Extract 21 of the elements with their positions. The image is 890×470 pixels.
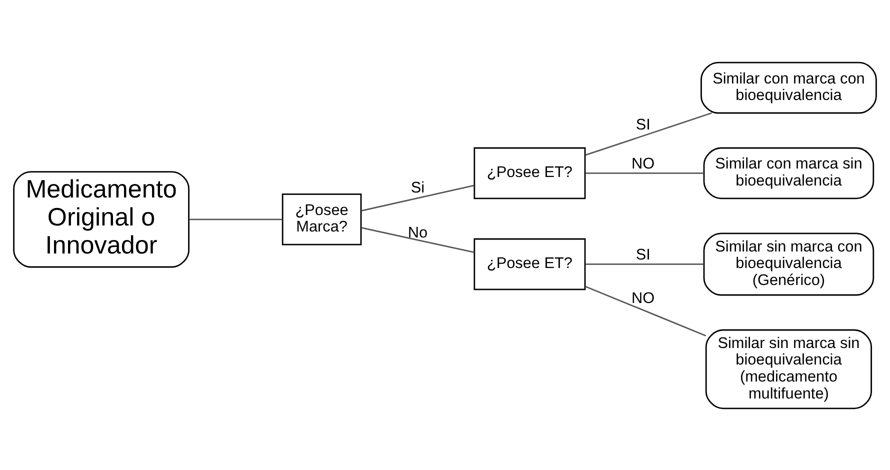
node-box: Similar sin marca con bioequivalencia (Genérico) [703, 232, 874, 296]
node-box: ¿Posee ET? [474, 238, 586, 290]
edge-label: NO [632, 290, 655, 307]
node-box: ¿Posee Marca? [282, 193, 362, 245]
edge-label: No [408, 224, 428, 241]
edge-label: SI [636, 116, 650, 134]
connector [585, 285, 706, 336]
connector [585, 263, 704, 264]
node-box: Medicamento Original o Innovador [13, 170, 190, 268]
edge-label: NO [632, 155, 655, 172]
node-box: Similar con marca con bioequivalencia [700, 61, 877, 114]
node-box: Similar sin marca sin bioequivalencia (medicamento multifuente) [705, 328, 872, 409]
edge-label: Si [410, 179, 425, 196]
node-box: ¿Posee ET? [474, 146, 586, 199]
connector [585, 172, 704, 174]
connector [189, 218, 282, 220]
connector [585, 112, 712, 156]
connector [361, 184, 474, 211]
connector [361, 226, 474, 253]
edge-label: SI [636, 246, 650, 264]
node-box: Similar con marca sin bioequivalencia [703, 146, 874, 199]
